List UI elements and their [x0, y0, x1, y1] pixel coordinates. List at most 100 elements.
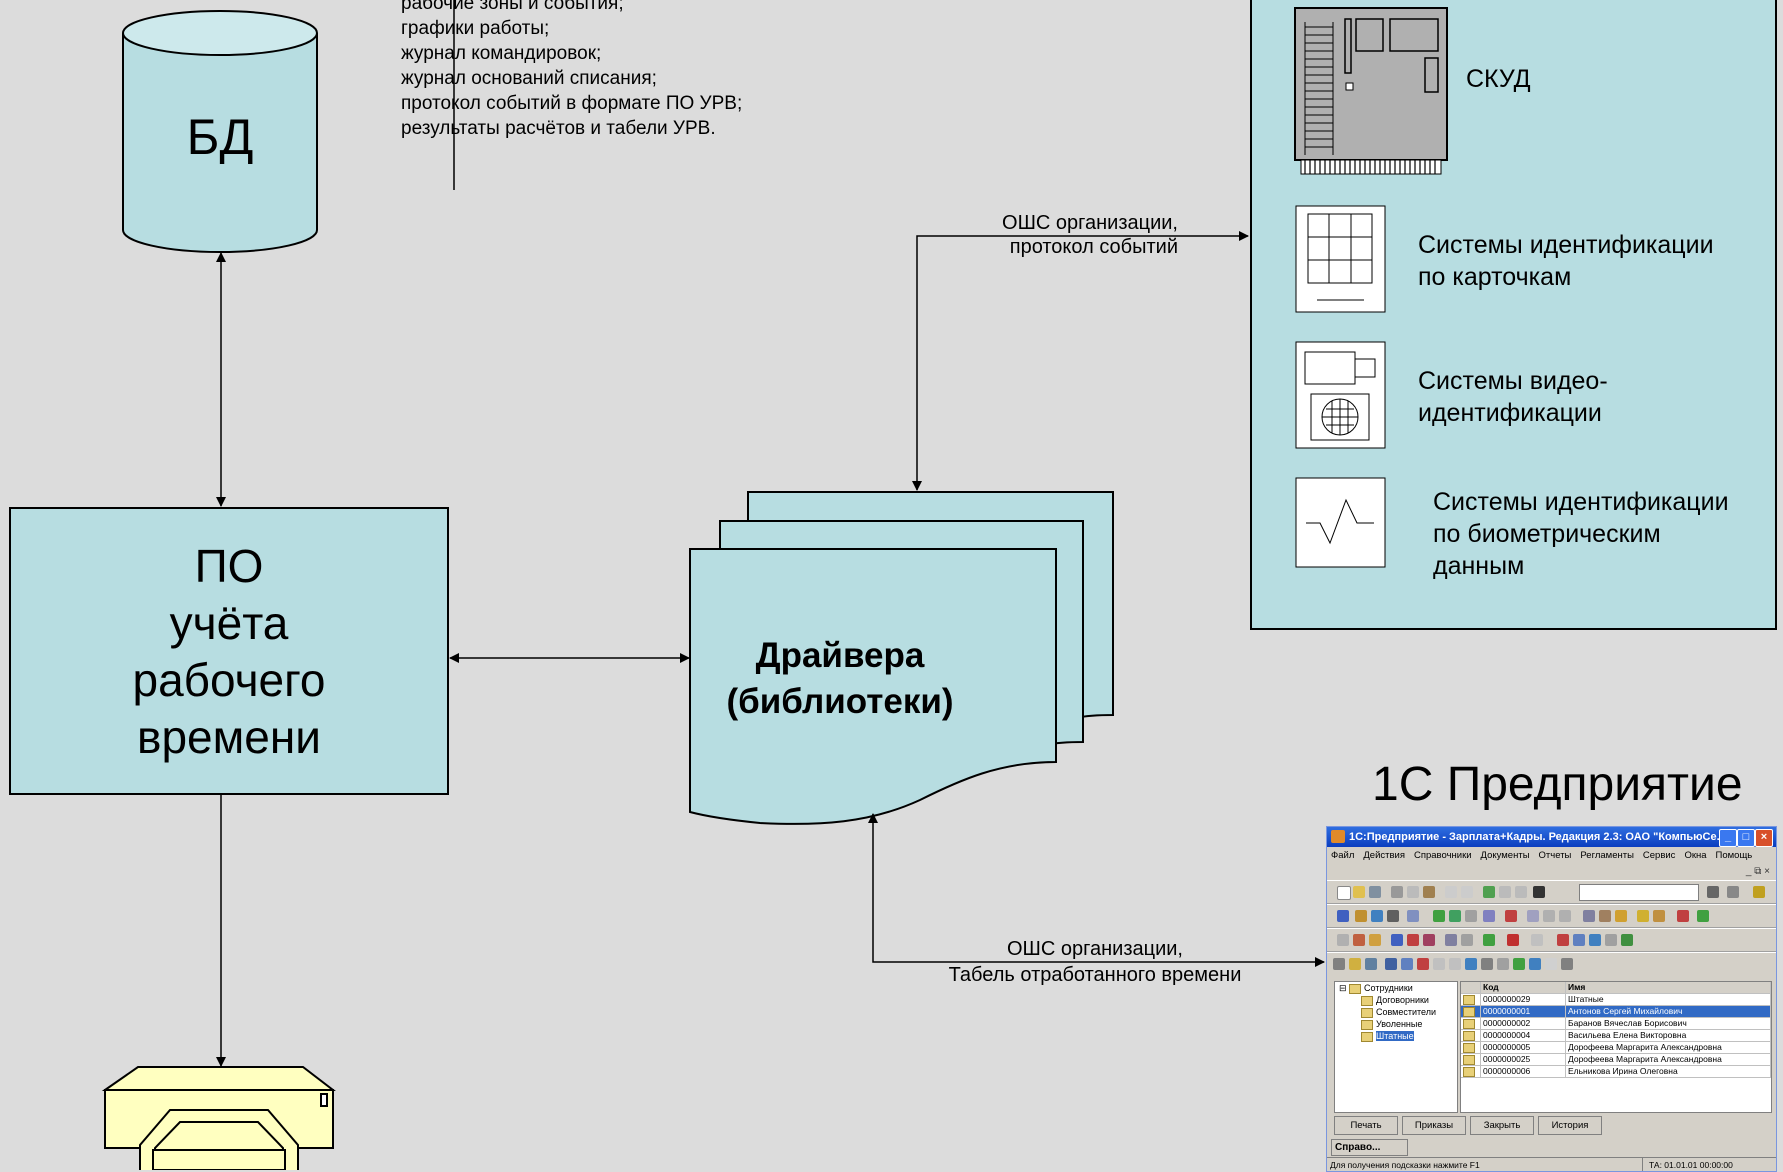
close-form-button[interactable]: Закрыть	[1470, 1116, 1534, 1135]
toolbar-icon[interactable]	[1465, 910, 1477, 922]
minimize-button[interactable]: _	[1719, 829, 1737, 847]
toolbar-icon[interactable]	[1461, 934, 1473, 946]
toolbar-icon[interactable]	[1483, 934, 1495, 946]
history-button[interactable]: История	[1538, 1116, 1602, 1135]
toolbar-icon[interactable]	[1401, 958, 1413, 970]
toolbar-icon[interactable]	[1445, 934, 1457, 946]
table-row[interactable]: 0000000025 Дорофеева Маргарита Александр…	[1461, 1053, 1771, 1066]
undo-icon[interactable]	[1499, 886, 1511, 898]
toolbar-icon[interactable]	[1653, 910, 1665, 922]
toolbar-icon[interactable]	[1423, 934, 1435, 946]
paste-icon[interactable]	[1423, 886, 1435, 898]
toolbar-icon[interactable]	[1583, 910, 1595, 922]
menu-item-file[interactable]: Файл	[1331, 850, 1355, 861]
toolbar-icon[interactable]	[1449, 958, 1461, 970]
toolbar-icon[interactable]	[1513, 958, 1525, 970]
tree-item[interactable]: Штатные	[1335, 1030, 1457, 1042]
toolbar-icon[interactable]	[1407, 934, 1419, 946]
toolbar-icon[interactable]	[1371, 910, 1383, 922]
toolbar-icon[interactable]	[1353, 934, 1365, 946]
calc-icon[interactable]	[1483, 886, 1495, 898]
toolbar-icon[interactable]	[1417, 958, 1429, 970]
toolbar-icon[interactable]	[1369, 934, 1381, 946]
table-row[interactable]: 0000000004 Васильева Елена Викторовна	[1461, 1029, 1771, 1042]
toolbar-icon[interactable]	[1449, 910, 1461, 922]
menu-item-windows[interactable]: Окна	[1684, 850, 1707, 861]
toolbar-icon[interactable]	[1637, 910, 1649, 922]
find-icon[interactable]	[1707, 886, 1719, 898]
menu-item-help[interactable]: Помощь	[1715, 850, 1753, 861]
help-icon[interactable]	[1753, 886, 1765, 898]
toolbar-icon[interactable]	[1677, 910, 1689, 922]
tree-item[interactable]: Совместители	[1335, 1006, 1457, 1018]
toolbar-icon[interactable]	[1589, 934, 1601, 946]
close-button[interactable]: ×	[1755, 829, 1773, 847]
cut-icon[interactable]	[1391, 886, 1403, 898]
replace-icon[interactable]	[1727, 886, 1739, 898]
table-row[interactable]: 0000000006 Ельникова Ирина Олеговна	[1461, 1065, 1771, 1078]
window-tab[interactable]: Справо...	[1331, 1139, 1408, 1156]
print-button[interactable]: Печать	[1334, 1116, 1398, 1135]
table-row[interactable]: 0000000002 Баранов Вячеслав Борисович	[1461, 1017, 1771, 1030]
table-row[interactable]: 0000000005 Дорофеева Маргарита Александр…	[1461, 1041, 1771, 1054]
redo-icon[interactable]	[1515, 886, 1527, 898]
toolbar-icon[interactable]	[1391, 934, 1403, 946]
search-input[interactable]	[1579, 884, 1699, 901]
menu-item-documents[interactable]: Документы	[1480, 850, 1530, 861]
mdi-controls[interactable]: _ ⧉ ×	[1745, 866, 1770, 877]
table-row[interactable]: 0000000001 Антонов Сергей Михайлович	[1461, 1005, 1771, 1018]
toolbar-icon[interactable]	[1407, 910, 1419, 922]
tree-item[interactable]: Договорники	[1335, 994, 1457, 1006]
copy-icon[interactable]	[1407, 886, 1419, 898]
toolbar-icon[interactable]	[1605, 934, 1617, 946]
element-icon	[1463, 1018, 1475, 1029]
toolbar-icon[interactable]	[1621, 934, 1633, 946]
toolbar-icon[interactable]	[1433, 910, 1445, 922]
preview-icon[interactable]	[1461, 886, 1473, 898]
toolbar-icon[interactable]	[1465, 958, 1477, 970]
toolbar-icon[interactable]	[1531, 934, 1543, 946]
menu-item-regulations[interactable]: Регламенты	[1580, 850, 1634, 861]
menu-item-directories[interactable]: Справочники	[1413, 850, 1472, 861]
maximize-button[interactable]: □	[1737, 829, 1755, 847]
toolbar-icon[interactable]	[1529, 958, 1541, 970]
open-icon[interactable]	[1353, 886, 1365, 898]
toolbar-icon[interactable]	[1561, 958, 1573, 970]
toolbar-icon[interactable]	[1505, 910, 1517, 922]
toolbar-icon[interactable]	[1355, 910, 1367, 922]
toolbar-icon[interactable]	[1527, 910, 1539, 922]
print-icon[interactable]	[1445, 886, 1457, 898]
new-icon[interactable]	[1337, 886, 1351, 900]
toolbar-icon[interactable]	[1433, 958, 1445, 970]
toolbar-icon[interactable]	[1599, 910, 1611, 922]
toolbar-icon[interactable]	[1615, 910, 1627, 922]
toolbar-icon[interactable]	[1333, 958, 1345, 970]
table-header[interactable]: Имя	[1565, 982, 1771, 994]
menu-item-service[interactable]: Сервис	[1642, 850, 1676, 861]
orders-button[interactable]: Приказы	[1402, 1116, 1466, 1135]
menu-item-reports[interactable]: Отчеты	[1538, 850, 1572, 861]
toolbar-icon[interactable]	[1559, 910, 1571, 922]
toolbar-icon[interactable]	[1337, 934, 1349, 946]
toolbar-icon[interactable]	[1337, 910, 1349, 922]
toolbar-icon[interactable]	[1543, 910, 1555, 922]
toolbar-icon[interactable]	[1385, 958, 1397, 970]
tree-item[interactable]: ⊟ Сотрудники	[1339, 983, 1413, 994]
toolbar-icon[interactable]	[1387, 910, 1399, 922]
toolbar-icon[interactable]	[1483, 910, 1495, 922]
toolbar-icon[interactable]	[1497, 958, 1509, 970]
table-header[interactable]: Код	[1480, 982, 1566, 994]
table-row[interactable]: 0000000029 Штатные	[1461, 993, 1771, 1006]
binoculars-icon[interactable]	[1533, 886, 1545, 898]
toolbar-icon[interactable]	[1573, 934, 1585, 946]
save-icon[interactable]	[1369, 886, 1381, 898]
toolbar-icon[interactable]	[1557, 934, 1569, 946]
toolbar-icon[interactable]	[1365, 958, 1377, 970]
toolbar-icon[interactable]	[1349, 958, 1361, 970]
tree-item[interactable]: Уволенные	[1335, 1018, 1457, 1030]
toolbar-icon[interactable]	[1697, 910, 1709, 922]
toolbar-icon[interactable]	[1545, 958, 1557, 970]
toolbar-icon[interactable]	[1507, 934, 1519, 946]
menu-item-actions[interactable]: Действия	[1363, 850, 1405, 861]
toolbar-icon[interactable]	[1481, 958, 1493, 970]
